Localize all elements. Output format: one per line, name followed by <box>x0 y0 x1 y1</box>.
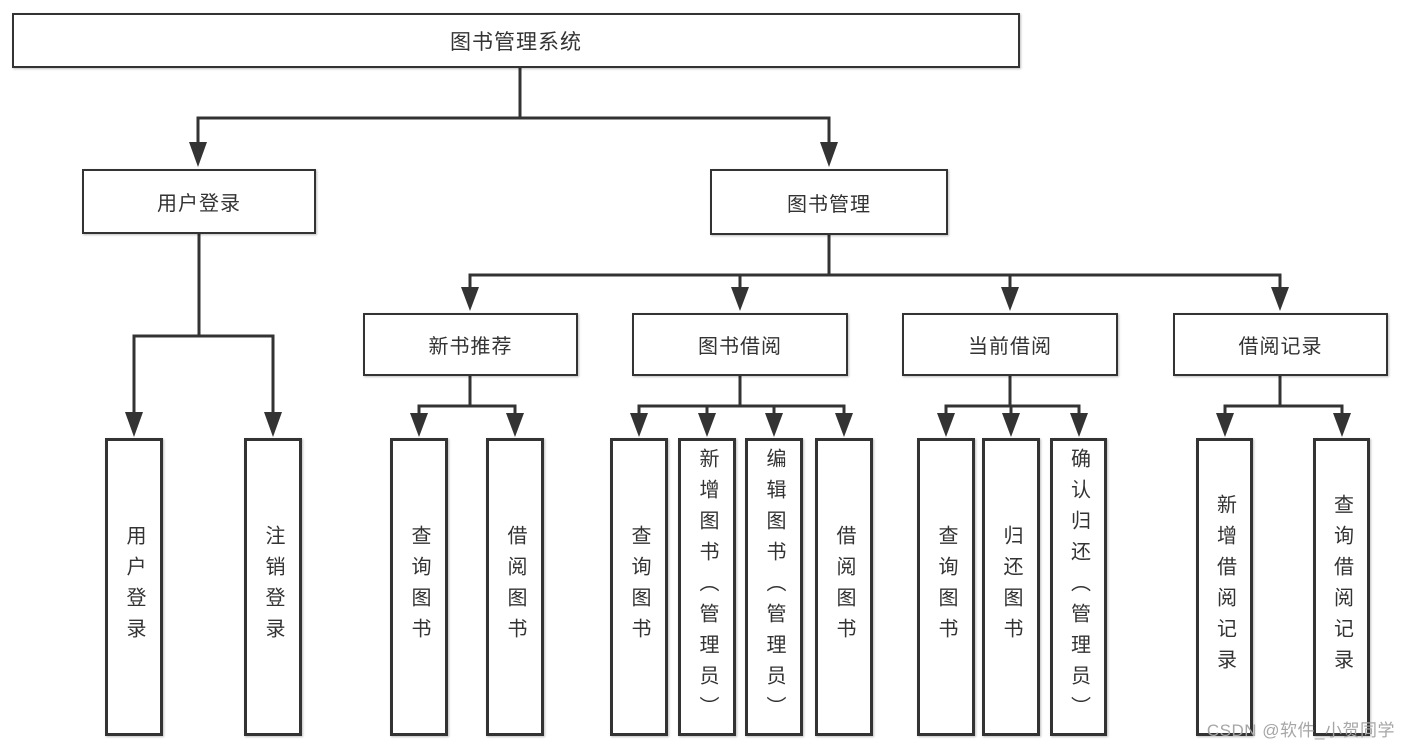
leaf-query-books-current: 查询图书 <box>917 438 975 736</box>
connector-new-book-recommend-to-leaves <box>410 376 524 437</box>
node-label: 图书管理 <box>787 193 871 216</box>
leaf-label: 编辑图书（管理员） <box>763 447 785 727</box>
leaf-label: 归还图书 <box>1000 525 1022 649</box>
leaf-query-books-borrowing: 查询图书 <box>610 438 668 736</box>
node-book-management: 图书管理 <box>710 169 948 235</box>
arrowhead <box>698 413 716 437</box>
node-label: 当前借阅 <box>968 336 1052 358</box>
arrowhead <box>506 413 524 437</box>
arrowhead <box>1002 413 1020 437</box>
arrowhead <box>630 413 648 437</box>
arrowhead <box>1216 413 1234 437</box>
connector-borrowing-records-to-leaves <box>1216 376 1351 437</box>
connector-current-borrowing-to-leaves <box>937 376 1088 437</box>
leaf-label: 注销登录 <box>262 525 284 649</box>
node-root: 图书管理系统 <box>12 13 1020 68</box>
leaf-label: 借阅图书 <box>504 525 526 649</box>
arrowhead <box>1333 413 1351 437</box>
arrowhead <box>1271 287 1289 311</box>
arrowhead <box>1070 413 1088 437</box>
arrowhead <box>731 287 749 311</box>
node-label: 图书管理系统 <box>450 30 582 54</box>
connector-user-login-to-leaves <box>125 234 282 437</box>
connector-book-management-to-level3 <box>461 235 1289 311</box>
arrowhead <box>125 412 143 437</box>
node-new-book-recommend: 新书推荐 <box>363 313 578 376</box>
leaf-add-borrow-record: 新增借阅记录 <box>1196 438 1253 736</box>
leaf-borrow-books-recommend: 借阅图书 <box>486 438 544 736</box>
csdn-watermark: CSDN @软件_小贺同学 <box>1206 721 1395 740</box>
leaf-confirm-return-admin: 确认归还（管理员） <box>1050 438 1107 736</box>
leaf-label: 查询图书 <box>628 525 650 649</box>
arrowhead <box>410 413 428 437</box>
arrowhead <box>835 413 853 437</box>
arrowhead <box>937 413 955 437</box>
leaf-query-books-recommend: 查询图书 <box>390 438 448 736</box>
leaf-label: 查询借阅记录 <box>1330 494 1353 680</box>
leaf-borrow-books-borrowing: 借阅图书 <box>815 438 873 736</box>
leaf-logout: 注销登录 <box>244 438 302 736</box>
leaf-user-login: 用户登录 <box>105 438 163 736</box>
leaf-label: 查询图书 <box>408 525 430 649</box>
leaf-return-book: 归还图书 <box>982 438 1040 736</box>
arrowhead <box>820 142 838 167</box>
leaf-label: 确认归还（管理员） <box>1067 447 1090 727</box>
leaf-add-book-admin: 新增图书（管理员） <box>678 438 736 736</box>
connector-root-to-level2 <box>189 67 838 167</box>
connector-book-borrowing-to-leaves <box>630 376 853 437</box>
node-label: 借阅记录 <box>1238 336 1323 358</box>
node-label: 用户登录 <box>157 193 241 215</box>
node-label: 图书借阅 <box>698 336 782 358</box>
node-borrowing-records: 借阅记录 <box>1173 313 1388 376</box>
leaf-label: 借阅图书 <box>833 525 855 649</box>
arrowhead <box>461 287 479 311</box>
leaf-label: 新增借阅记录 <box>1213 494 1236 680</box>
leaf-query-borrow-record: 查询借阅记录 <box>1313 438 1370 736</box>
arrowhead <box>1001 287 1019 311</box>
node-label: 新书推荐 <box>428 336 513 358</box>
leaf-edit-book-admin: 编辑图书（管理员） <box>745 438 803 736</box>
node-user-login: 用户登录 <box>82 169 316 234</box>
leaf-label: 新增图书（管理员） <box>696 447 718 727</box>
leaf-label: 用户登录 <box>123 525 145 649</box>
arrowhead <box>264 412 282 437</box>
arrowhead <box>189 142 207 167</box>
node-book-borrowing: 图书借阅 <box>632 313 848 376</box>
node-current-borrowing: 当前借阅 <box>902 313 1118 376</box>
leaf-label: 查询图书 <box>935 525 957 649</box>
arrowhead <box>765 413 783 437</box>
